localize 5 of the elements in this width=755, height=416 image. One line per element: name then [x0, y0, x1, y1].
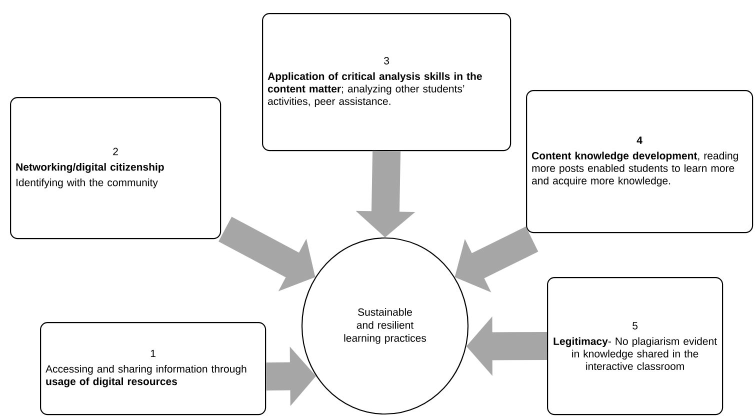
text-box: 1 Accessing and sharing information through usage of digital resources — [40, 322, 266, 416]
text-box: 5 Legitimacy- No plagiarism evident in knowledge shared in the interactive classroom — [547, 277, 724, 416]
text-box: 3 Application of critical analysis skills in the content matter; analyzing other students’ activities, peer assistance. — [262, 13, 512, 152]
text-box: 4 Content knowledge development, reading more posts enabled students to learn more and acquire more knowledge. — [526, 90, 754, 234]
text-box: 2 Networking/digital citizenship Identifying with the community — [10, 97, 222, 240]
